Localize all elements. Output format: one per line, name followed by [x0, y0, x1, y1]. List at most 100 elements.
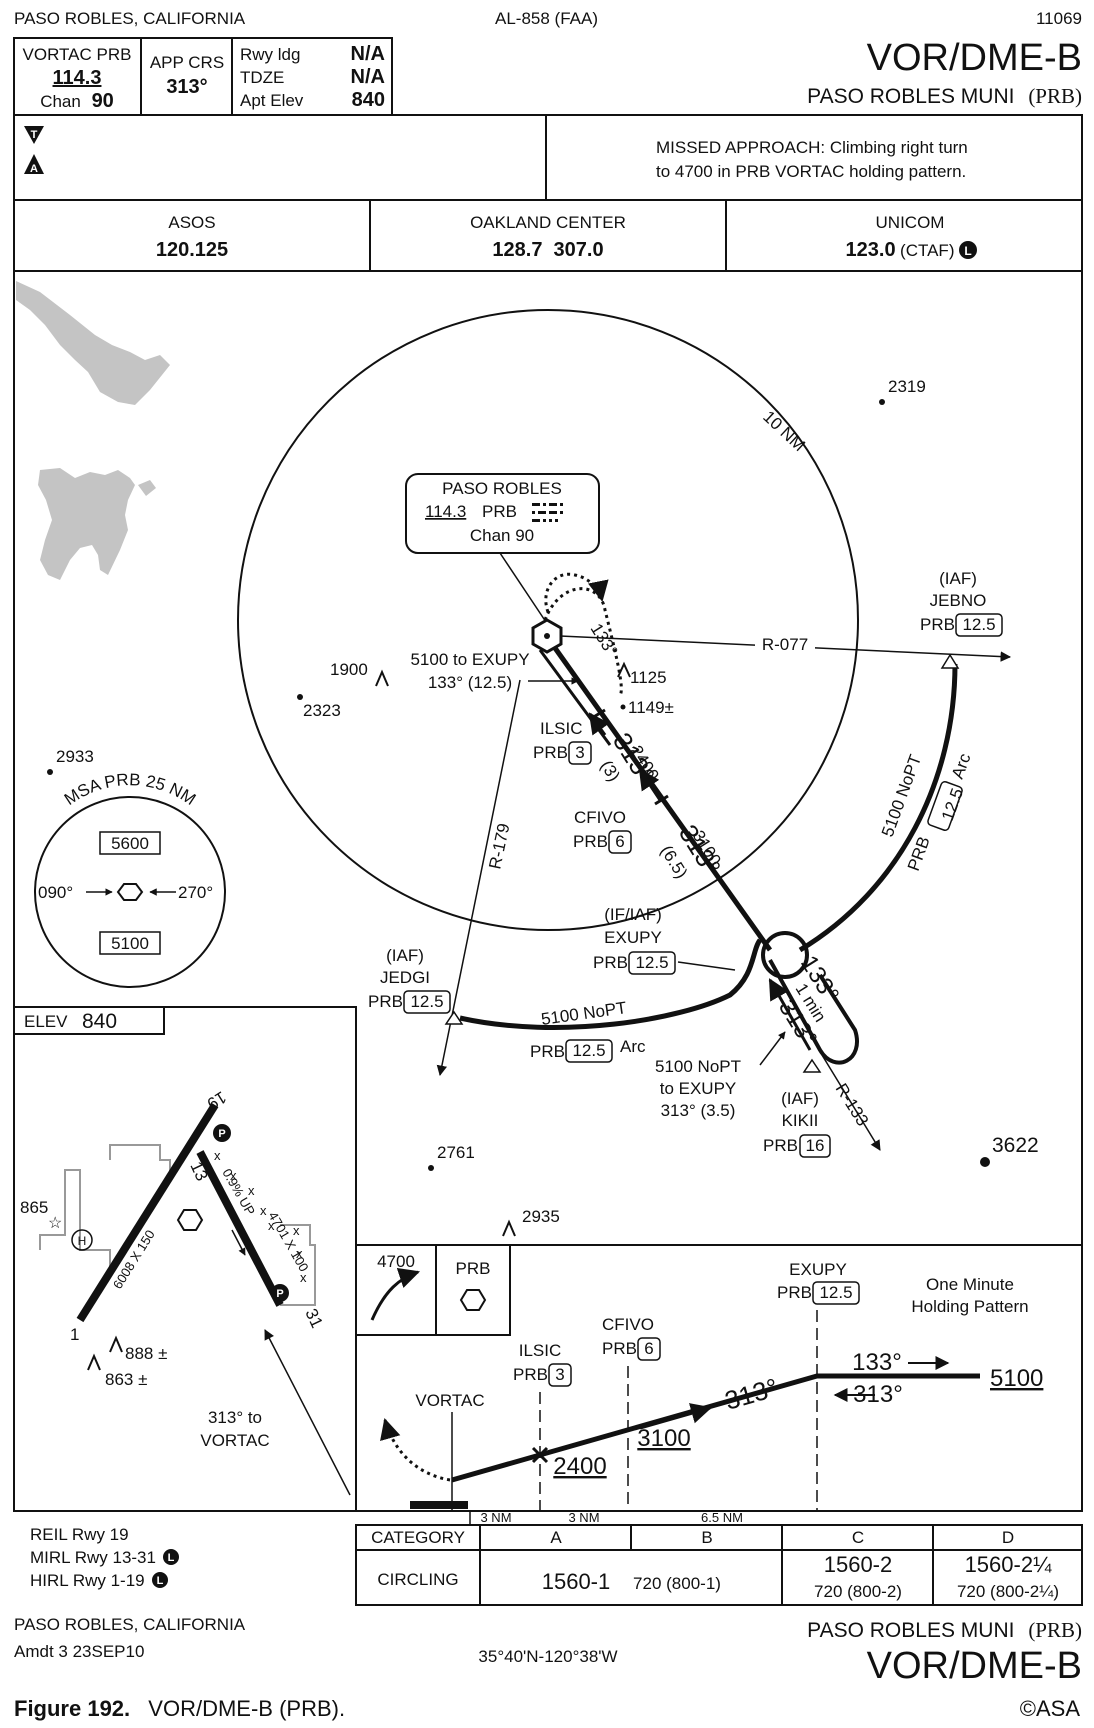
svg-text:L: L	[964, 244, 971, 258]
profile-cfivo: CFIVO	[602, 1315, 654, 1334]
svg-text:T: T	[31, 129, 38, 141]
comm-unicom-name: UNICOM	[876, 213, 945, 232]
comm-unicom: 123.0 (CTAF)	[846, 239, 955, 261]
obstacle-2933: 2933	[47, 747, 94, 775]
header-city: PASO ROBLES, CALIFORNIA	[14, 9, 246, 28]
terrain-shading-2	[38, 468, 156, 580]
svg-text:x: x	[214, 1148, 221, 1163]
ten-nm-label: 10 NM	[759, 407, 809, 455]
ab-main: 1560-1	[542, 1569, 611, 1594]
terrain-shading	[16, 281, 170, 405]
header-title: VOR/DME-B	[867, 37, 1082, 79]
obstacle-1900: 1900	[330, 660, 389, 687]
footer-coords: 35°40'N-120°38'W	[478, 1647, 617, 1666]
jebno-dme-val: 12.5	[962, 615, 995, 634]
profile-runway-bar	[410, 1501, 468, 1509]
profile-view: 4700 PRB EXUPY PRB 12.5 One Minute Holdi…	[355, 1244, 1083, 1525]
msa-north: 5600	[111, 834, 149, 853]
category-label: CATEGORY	[371, 1528, 465, 1547]
category-b: B	[701, 1528, 712, 1547]
t-alternate-icon: T	[24, 126, 44, 144]
comm-asos-freq: 120.125	[156, 239, 228, 261]
papi-marker-31: P	[271, 1284, 289, 1302]
d-sub: 720 (800-2¼)	[957, 1582, 1059, 1601]
obstacle-2319: 2319	[879, 377, 926, 405]
c-main: 1560-2	[824, 1552, 893, 1577]
ten-nm-ring	[237, 309, 859, 931]
obst-865: 865	[20, 1198, 48, 1217]
field-vor-symbol	[176, 1209, 204, 1231]
lighting-mirl: MIRL Rwy 13-31	[30, 1548, 156, 1567]
msa-south: 5100	[111, 934, 149, 953]
svg-text:1149±: 1149±	[628, 698, 674, 717]
obstacle-2761: 2761	[428, 1143, 475, 1171]
tdze-value: N/A	[351, 66, 385, 88]
runway-13-31	[196, 1150, 284, 1307]
svg-text:3622: 3622	[992, 1134, 1039, 1157]
vortac-label: VORTAC PRB	[23, 45, 132, 64]
exupy-note2: 133° (12.5)	[428, 673, 512, 692]
category-c: C	[852, 1528, 864, 1547]
jedgi-iaf: (IAF)	[386, 946, 424, 965]
svg-text:x: x	[230, 1168, 237, 1183]
svg-text:2761: 2761	[437, 1143, 475, 1162]
heliport-icon: H	[71, 1229, 93, 1251]
svg-text:x: x	[296, 1246, 303, 1261]
profile-ilsic-dme-val: 3	[555, 1365, 564, 1384]
jebno-name: JEBNO	[930, 591, 987, 610]
arc-east	[798, 663, 958, 953]
svg-text:P: P	[276, 1288, 283, 1300]
svg-text:L: L	[157, 1575, 164, 1587]
ilsic-dme: PRB	[533, 743, 568, 762]
svg-text:x: x	[248, 1183, 255, 1198]
svg-text:2933: 2933	[56, 747, 94, 766]
exupy-dme: PRB	[593, 953, 628, 972]
jedgi-dme-val: 12.5	[410, 992, 443, 1011]
crs-note1: 313° to	[208, 1408, 262, 1427]
profile-cfivo-dme-val: 6	[644, 1339, 653, 1358]
briefing-strip: VORTAC PRB 114.3 Chan 90 APP CRS 313° Rw…	[13, 37, 393, 116]
chan-value: 90	[92, 90, 114, 112]
app-crs-value: 313°	[166, 76, 207, 98]
apron-outline	[39, 1144, 316, 1306]
comm-center-freq: 128.7 307.0	[492, 239, 603, 261]
c-sub: 720 (800-2)	[814, 1582, 902, 1601]
svg-text:2935: 2935	[522, 1207, 560, 1226]
profile-alt-2400: 2400	[553, 1453, 606, 1480]
msa-right: 270°	[178, 883, 213, 902]
profile-seg3: 6.5 NM	[701, 1510, 743, 1525]
profile-descent	[451, 1373, 980, 1483]
jedgi-name: JEDGI	[380, 968, 430, 987]
profile-seg2: 3 NM	[568, 1510, 599, 1525]
radial-133	[821, 1054, 881, 1151]
svg-text:x: x	[300, 1270, 307, 1285]
ilsic-name: ILSIC	[540, 719, 583, 738]
profile-exupy: EXUPY	[789, 1260, 847, 1279]
apt-elev-value: 840	[352, 89, 385, 111]
kikii-note3: 313° (3.5)	[661, 1101, 736, 1120]
caption-bold: Figure 192.	[14, 1696, 130, 1721]
exupy-if-iaf: (IF/IAF)	[604, 905, 662, 924]
circling-label: CIRCLING	[377, 1570, 458, 1589]
header-airport: PASO ROBLES MUNI (PRB)	[807, 84, 1082, 108]
svg-text:1900: 1900	[330, 660, 368, 679]
obstacle-1149: 1149±	[620, 698, 674, 717]
cfivo-dme: PRB	[573, 832, 608, 851]
obstacle-3622: 3622	[980, 1134, 1039, 1167]
svg-text:P: P	[218, 1128, 225, 1140]
footer-city: PASO ROBLES, CALIFORNIA	[14, 1615, 246, 1634]
svg-text:x: x	[293, 1223, 300, 1238]
chan-label: Chan	[40, 92, 81, 111]
profile-missed-turn	[370, 1268, 420, 1321]
profile-vor-icon	[459, 1289, 487, 1311]
svg-text:2323: 2323	[303, 701, 341, 720]
profile-vortac: VORTAC	[415, 1391, 484, 1410]
header-proc-id: AL-858 (FAA)	[495, 9, 598, 28]
kikii-dme-val: 16	[806, 1136, 825, 1155]
app-crs-label: APP CRS	[150, 53, 224, 72]
comms-strip: ASOS 120.125 OAKLAND CENTER 128.7 307.0 …	[13, 199, 1083, 272]
notes-strip: T A MISSED APPROACH: Climbing right turn…	[13, 114, 1083, 201]
obstacle-1125: 1125	[617, 661, 667, 687]
header-airport-id: (PRB)	[1028, 84, 1082, 108]
arc-west-dme: PRB	[530, 1042, 565, 1061]
